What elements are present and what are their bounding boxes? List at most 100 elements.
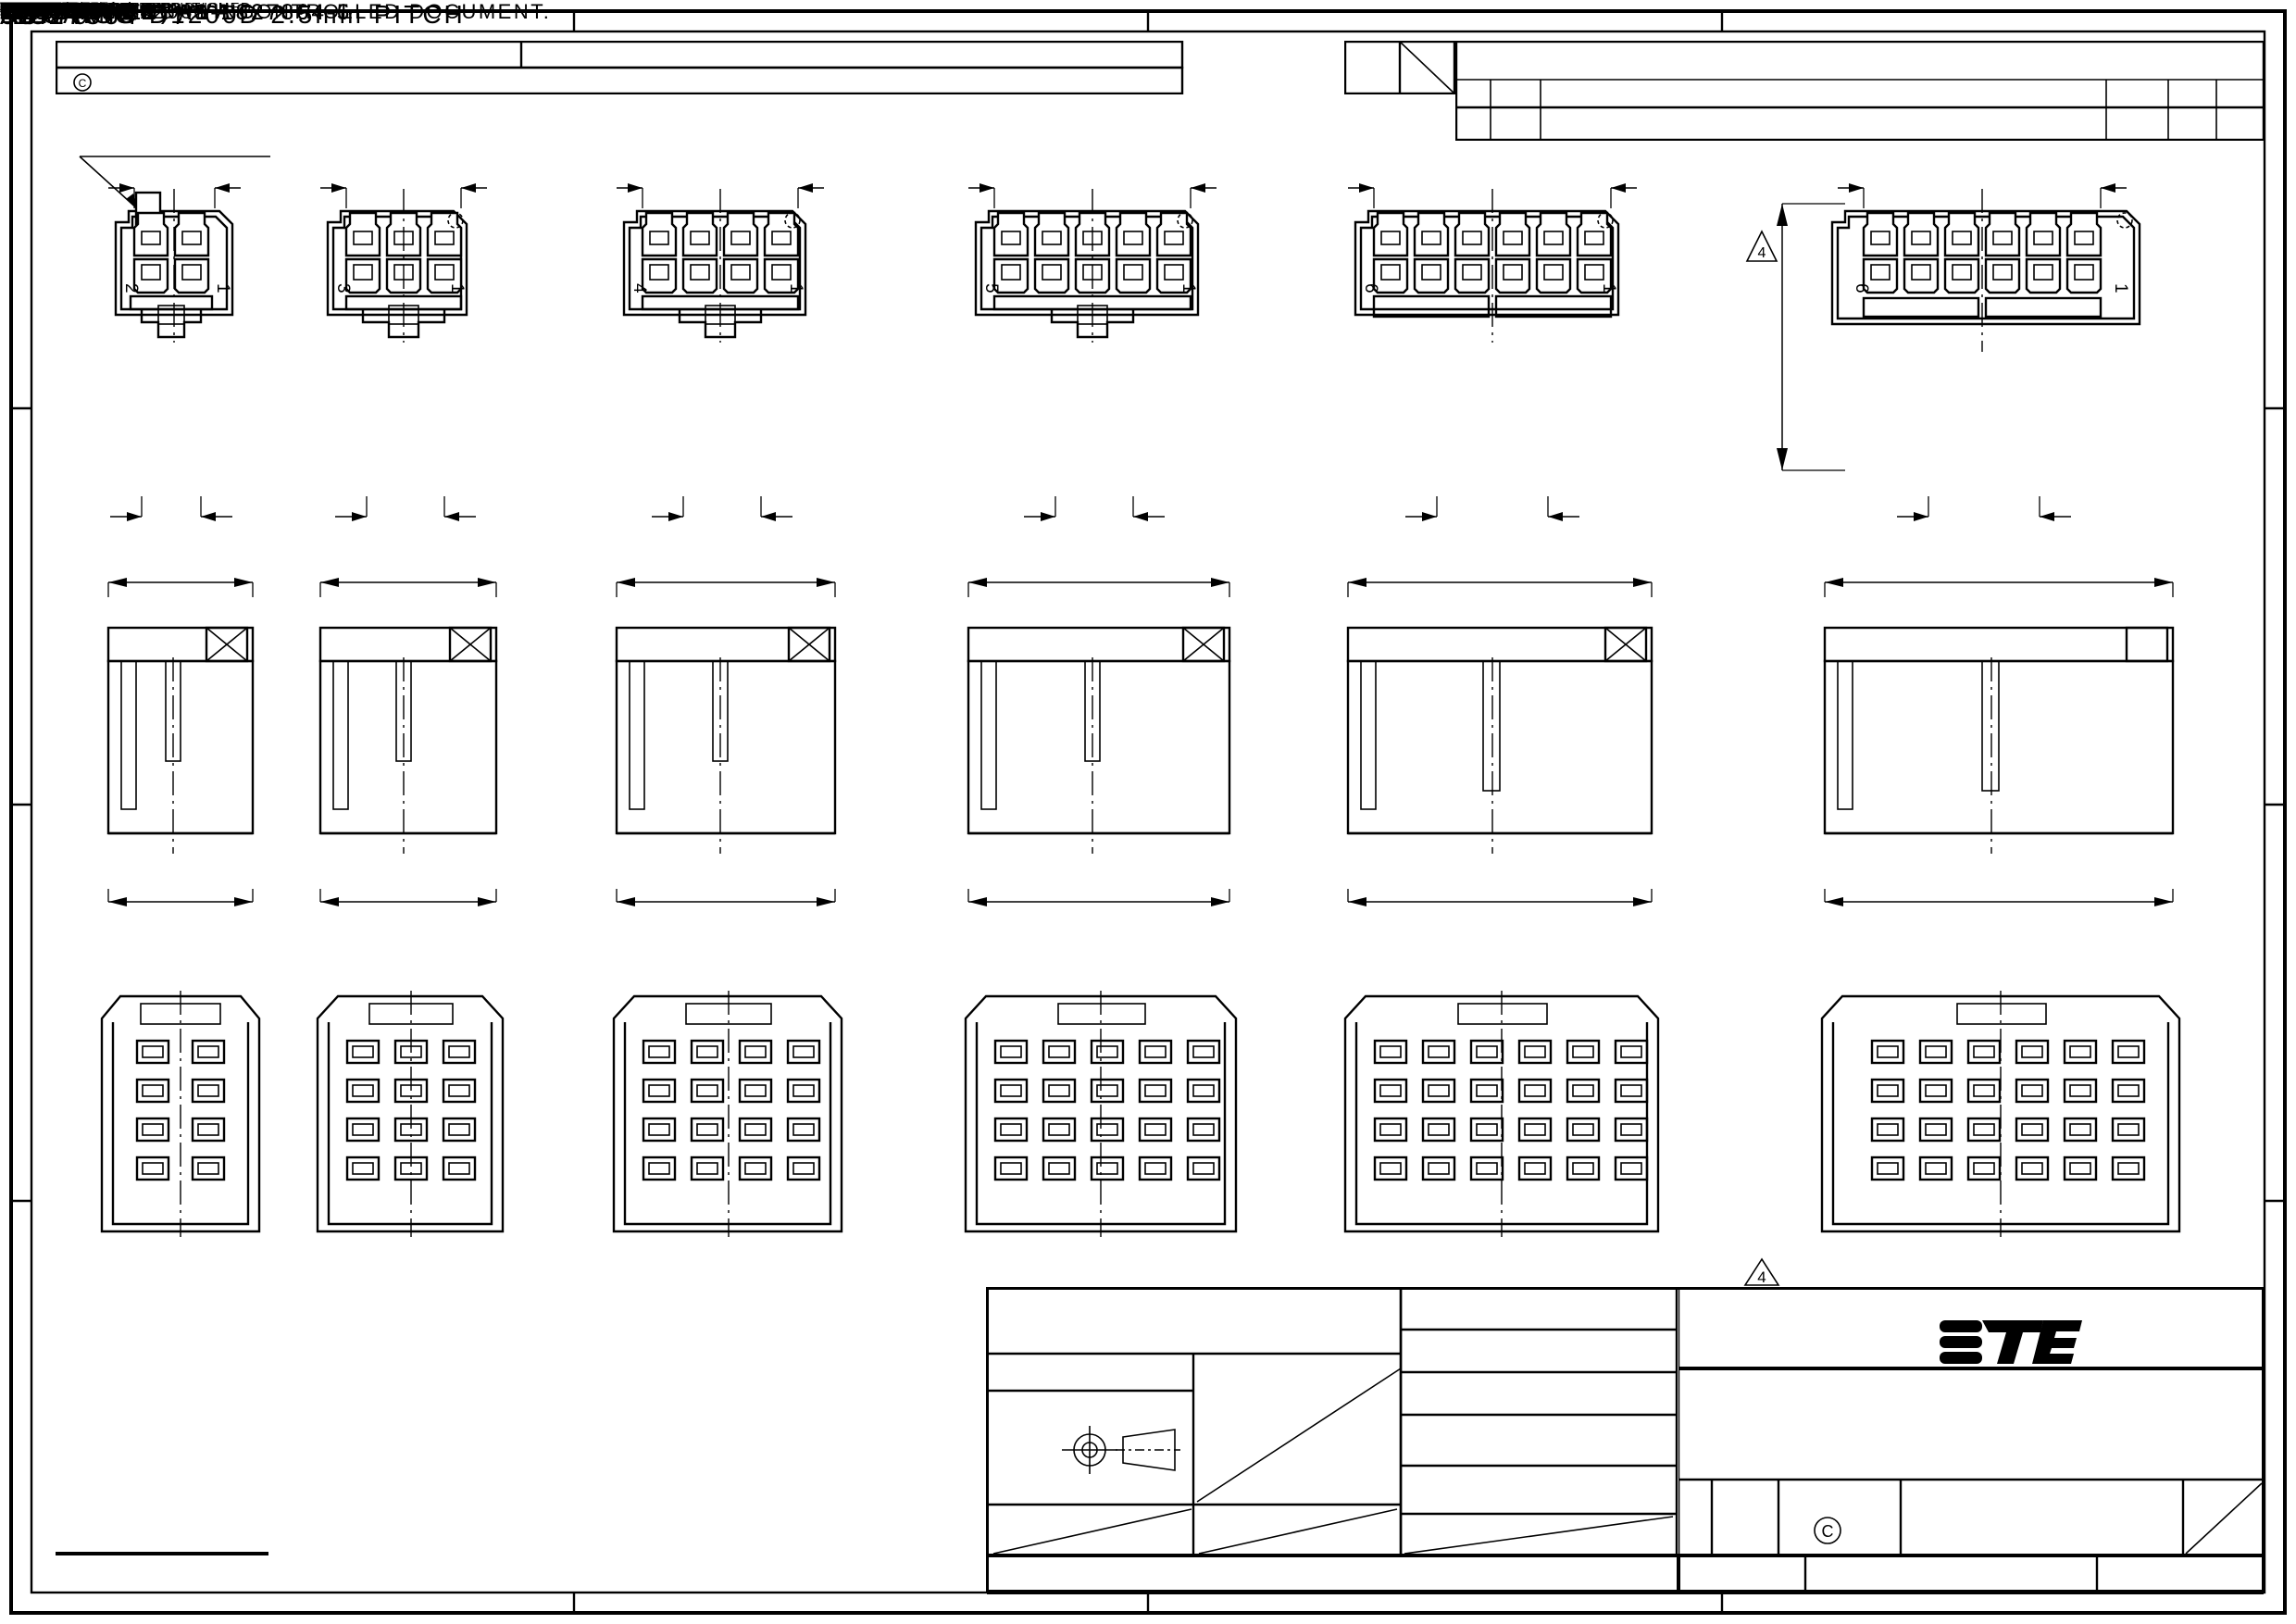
rear-view-6pos — [316, 991, 505, 1237]
dimensions-unit: mm — [0, 0, 34, 19]
dim-pitch-10pos — [968, 183, 1217, 208]
dim-d-4 — [1024, 496, 1165, 521]
controlled-note: THIS DRAWING IS A CONTROLLED DOCUMENT. — [0, 0, 552, 23]
application-spec-value: 114-5377 — [0, 0, 104, 23]
dim-pitch-4pos — [108, 183, 241, 208]
all-rights-note: ALL RIGHTS RESERVED. — [0, 0, 187, 16]
part-label-4pos-line1: 4POS(X-KEY) — [0, 0, 172, 25]
approval-block — [1401, 1287, 1678, 1555]
dwn-label: DWN — [0, 0, 30, 13]
side-view-4pos — [106, 626, 255, 854]
tol-row-2-value: ± — [0, 0, 9, 16]
size-value: A3 — [0, 0, 40, 31]
weight-label: WEIGHT — [0, 0, 49, 13]
tolerances-label-1: TOLERANCES UNLESS — [0, 0, 173, 16]
part-label-8pos-line2: 1-1827864-4 — [0, 0, 157, 25]
part-label-10pos: 10POS(X-KEY):1-1827864-5 — [0, 0, 353, 25]
chk-date: 23AUG2005 — [0, 0, 123, 20]
dim-b-5 — [1347, 889, 1653, 906]
side-view-12pos-b — [1823, 626, 2175, 854]
scale-value: 4:1 — [0, 0, 40, 25]
part-label-6pos-line2: 1-1827864-3 — [0, 0, 157, 25]
dwn-name: T.KUDO — [0, 0, 82, 20]
application-spec-label: APPLICATION SPEC — [0, 0, 119, 13]
rear-view-10pos — [964, 991, 1238, 1237]
dim-c-4 — [967, 578, 1230, 597]
dim-pitch-12pos-b — [1838, 183, 2127, 208]
restricted-label: RESTRICTED TO — [0, 0, 99, 13]
product-spec-value: 108-78268,78298 — [0, 0, 194, 23]
view-top-6pos: 3 1 — [326, 189, 468, 343]
dim-c-5 — [1347, 578, 1653, 597]
dim-b-1 — [107, 889, 254, 906]
tol-row-1-value: ± — [0, 0, 9, 16]
dim-d-1 — [110, 496, 232, 521]
material-label: MATERIAL — [0, 0, 78, 16]
sheet-of-label: OF — [0, 0, 18, 13]
application-spec-label-jp: 取付適用規格 — [0, 2, 68, 15]
form-underline — [56, 1552, 268, 1555]
name-label: NAME — [0, 0, 35, 13]
tol-row-4-name: 4 PLC — [0, 0, 44, 16]
name-line2: REC HSG — [0, 0, 138, 29]
svg-text:3: 3 — [333, 283, 353, 294]
rear-view-12pos-b — [1820, 991, 2181, 1237]
apvd-name: D.MITSUGI — [0, 0, 117, 20]
product-spec-label-jp: 製品規格 — [0, 2, 45, 15]
svg-text:1: 1 — [1179, 283, 1198, 294]
svg-text:1: 1 — [786, 283, 805, 294]
view-top-4pos: 2 1 — [114, 189, 234, 343]
dim-b-2 — [319, 889, 497, 906]
bottom-strip — [986, 1555, 2265, 1594]
tolerances-label-2: OTHERWISE SPECIFIED: — [0, 0, 188, 16]
svg-text:1: 1 — [213, 283, 232, 294]
svg-text:5: 5 — [981, 283, 1001, 294]
svg-text:4: 4 — [630, 283, 649, 294]
view-top-8pos: 4 1 — [622, 189, 807, 343]
dim-c-6 — [1824, 578, 2174, 597]
cage-value: 00779 — [0, 0, 92, 31]
te-logo-icon — [1940, 1320, 2082, 1364]
part-label-4pos-line2: 1-1827864-2 — [0, 0, 157, 25]
released-note: RELEASED FOR PUBLICATION — [0, 0, 230, 16]
delta-4-icon: 4 — [1743, 1257, 1780, 1286]
side-view-6pos — [318, 626, 498, 854]
dimensions-label: DIMENSIONS: — [0, 0, 105, 16]
name-label-jp: 名称 — [0, 2, 23, 15]
unpublished-note: THIS DRAWING IS UNPUBLISHED. — [0, 0, 257, 16]
apvd-date: 23AUG2005 — [0, 0, 123, 20]
dim-c-1 — [107, 578, 254, 597]
tol-row-3-name: 3 PLC — [0, 0, 44, 16]
dim-height-1265: 4 — [1745, 203, 1845, 471]
tol-row-3-value: ± — [0, 0, 9, 16]
tol-row-0-value: ± — [0, 0, 9, 16]
dim-d-5 — [1405, 496, 1579, 521]
sheet-label: SHEET — [0, 0, 42, 13]
tol-row-5-name: ANGLES — [0, 0, 64, 16]
tol-row-5-value: ± — [0, 0, 9, 16]
product-spec-label: PRODUCT SPEC — [0, 0, 97, 13]
side-view-12pos — [1346, 626, 1653, 854]
dim-b-4 — [967, 889, 1230, 906]
dim-c-3 — [616, 578, 836, 597]
sheet-total: 4 — [0, 0, 15, 23]
dim-pitch-6pos — [320, 183, 487, 208]
size-label: SIZE — [0, 0, 28, 13]
scale-label-jp: 尺度 — [0, 2, 23, 15]
dim-b-label-6: B — [0, 0, 27, 22]
svg-text:6: 6 — [1852, 283, 1871, 294]
svg-text:1: 1 — [447, 283, 467, 294]
svg-text:C: C — [79, 77, 87, 90]
dimensions-label-jp: 単位: 粍 — [0, 2, 41, 15]
cavity-mark-line1: CAVITY MARK — [0, 0, 156, 21]
header-notes-table — [56, 41, 1184, 94]
svg-text:4: 4 — [1757, 1268, 1766, 1286]
dim-pitch-12pos — [1348, 183, 1637, 208]
revisions-title: REVISIONS — [0, 0, 122, 20]
tolerances-label-jp: 一般公差 — [0, 2, 45, 15]
cavity-mark-line2: ONLY 4POS — [0, 0, 130, 21]
rear-view-4pos — [100, 991, 261, 1237]
finish-label: FINISH — [0, 0, 53, 16]
view-top-10pos: 5 1 — [974, 189, 1200, 343]
dim-d-6 — [1897, 496, 2071, 521]
